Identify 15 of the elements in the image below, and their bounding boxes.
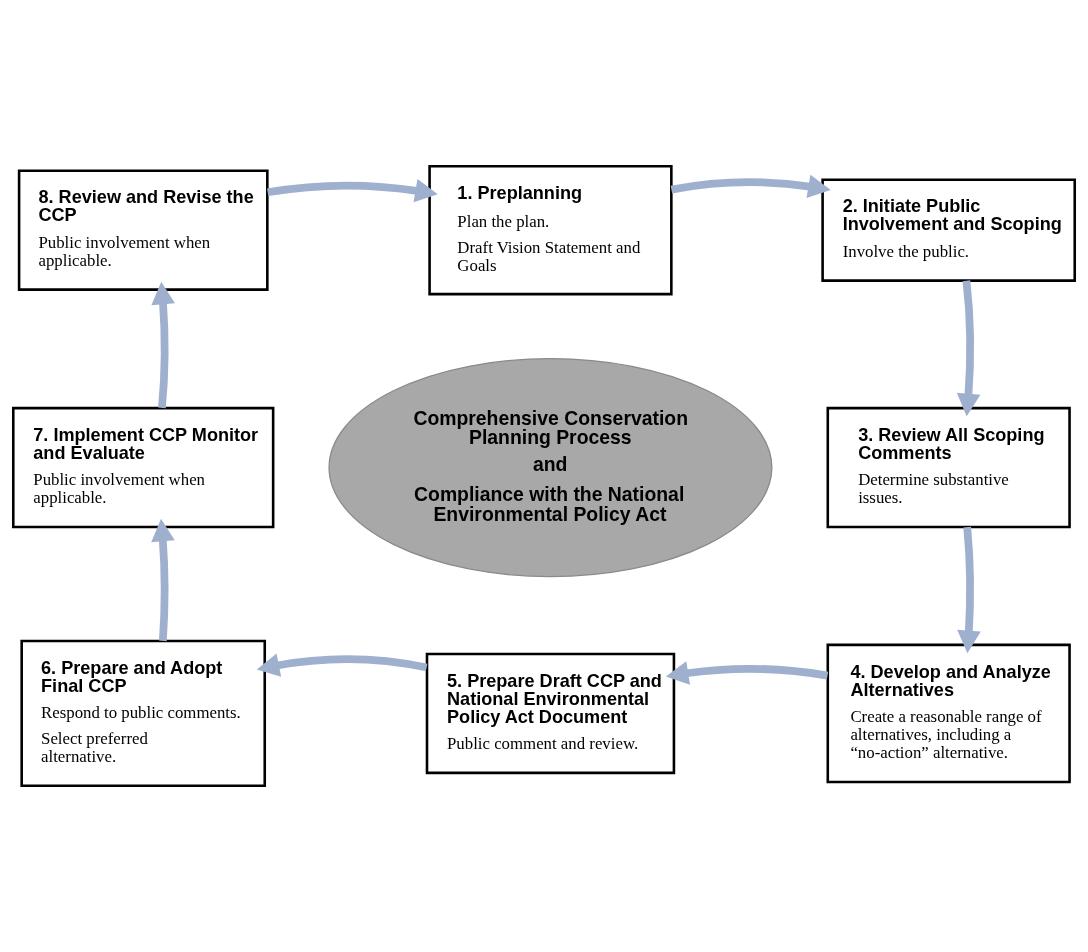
arrow: [151, 518, 175, 642]
node-box: 6. Prepare and Adopt Final CCP Respond to public comments. Select preferred alternative.: [20, 639, 267, 788]
arrow: [670, 174, 831, 198]
arrow: [256, 653, 428, 677]
node-ellipse: Comprehensive Conservation Planning Process and Compliance with the National Environmental Policy Act: [328, 357, 773, 578]
node-box: 7. Implement CCP Monitor and Evaluate Public involvement when applicable.: [12, 406, 275, 529]
node-box: 2. Initiate Public Involvement and Scoping Involve the public.: [821, 178, 1076, 282]
node-box: 1. Preplanning Plan the plan. Draft Vision Statement and Goals: [428, 164, 673, 296]
node-box: 8. Review and Revise the CCP Public involvement when applicable.: [17, 169, 269, 291]
node-box: 5. Prepare Draft CCP and National Environmental Policy Act Document Public comment and review.: [425, 652, 676, 775]
arrow: [665, 661, 829, 685]
node-box: 3. Review All Scoping Comments Determine substantive issues.: [826, 406, 1071, 529]
arrow: [151, 281, 175, 409]
arrow: [957, 526, 981, 654]
node-box: 4. Develop and Analyze Alternatives Create a reasonable range of alternatives, including a “no-action” alternative.: [826, 643, 1071, 784]
